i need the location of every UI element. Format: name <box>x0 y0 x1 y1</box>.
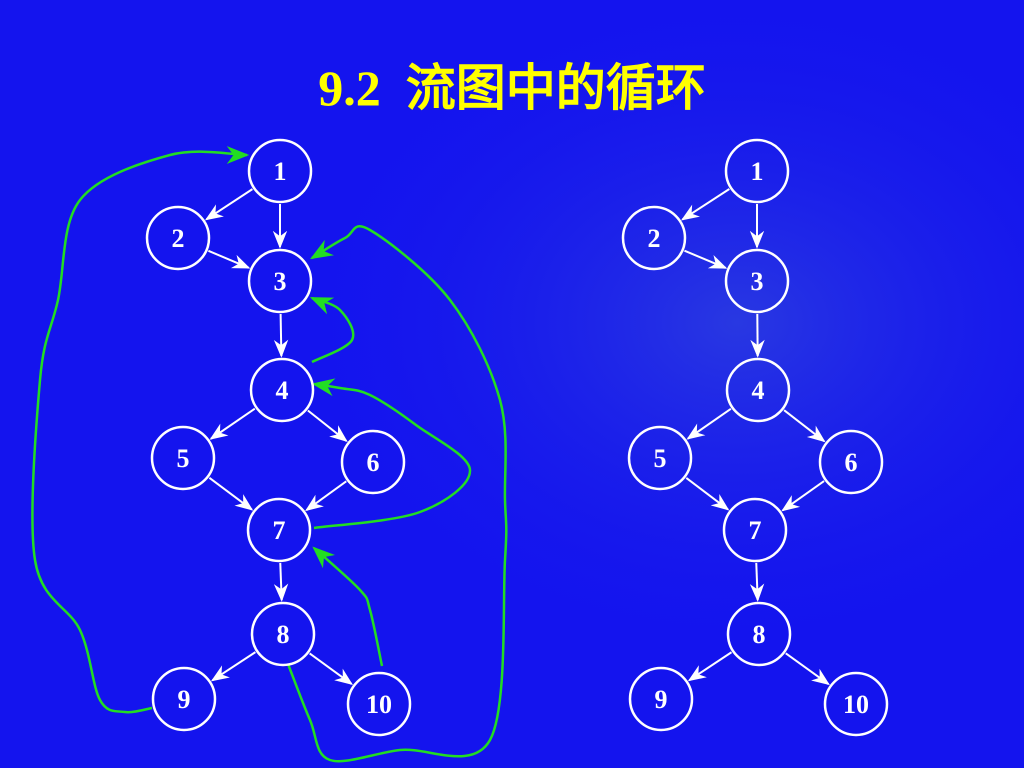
node-4: 4 <box>249 357 315 423</box>
node-circle <box>726 601 792 667</box>
node-circle <box>724 138 790 204</box>
node-label: 6 <box>845 448 858 477</box>
node-circle <box>346 671 412 737</box>
node-label: 3 <box>274 267 287 296</box>
edge-4-to-6 <box>307 409 348 443</box>
node-label: 2 <box>648 224 661 253</box>
back-edge-4-to-3 <box>309 296 355 364</box>
node-3: 3 <box>724 248 790 314</box>
edge-4-to-5 <box>209 407 256 440</box>
edge-6-to-7 <box>781 480 825 512</box>
edge-6-to-7 <box>305 480 347 512</box>
node-1: 1 <box>247 138 313 204</box>
back-edge-8-to-3 <box>286 225 508 763</box>
node-label: 9 <box>655 685 668 714</box>
edge-8-to-9 <box>210 651 256 682</box>
edge-1-to-2 <box>680 188 730 221</box>
back-edge-7-to-4 <box>311 378 472 530</box>
node-circle <box>340 429 406 495</box>
node-10: 10 <box>346 671 412 737</box>
node-circle <box>150 425 216 491</box>
node-circle <box>246 497 312 563</box>
node-label: 9 <box>178 685 191 714</box>
edge-5-to-7 <box>685 477 730 511</box>
node-1: 1 <box>724 138 790 204</box>
node-label: 4 <box>276 376 289 405</box>
edge-4-to-6 <box>783 409 826 443</box>
node-9: 9 <box>151 666 217 732</box>
node-label: 2 <box>172 224 185 253</box>
flow-graph-with-back-edges: 1 2 3 4 5 6 7 8 9 10 <box>31 138 508 763</box>
node-2: 2 <box>145 205 211 271</box>
edge-4-to-5 <box>686 407 732 440</box>
node-label: 6 <box>367 448 380 477</box>
flow-graph-plain: 1 2 3 4 5 6 7 8 9 10 <box>621 138 889 737</box>
node-circle <box>627 425 693 491</box>
node-circle <box>151 666 217 732</box>
node-7: 7 <box>246 497 312 563</box>
edge-8-to-10 <box>309 652 353 686</box>
edge-8-to-9 <box>687 651 733 682</box>
node-7: 7 <box>722 497 788 563</box>
node-10: 10 <box>823 671 889 737</box>
back-edge-10-to-7 <box>312 546 384 667</box>
node-circle <box>724 248 790 314</box>
edge-2-to-3 <box>208 249 251 269</box>
node-5: 5 <box>150 425 216 491</box>
node-9: 9 <box>628 666 694 732</box>
node-circle <box>725 357 791 423</box>
node-label: 4 <box>752 376 765 405</box>
node-3: 3 <box>247 248 313 314</box>
node-label: 5 <box>654 444 667 473</box>
node-8: 8 <box>250 601 316 667</box>
node-circle <box>823 671 889 737</box>
edge-7-to-8 <box>749 562 765 602</box>
node-4: 4 <box>725 357 791 423</box>
node-label: 8 <box>753 620 766 649</box>
edge-5-to-7 <box>208 476 254 511</box>
node-circle <box>145 205 211 271</box>
node-circle <box>628 666 694 732</box>
node-8: 8 <box>726 601 792 667</box>
node-5: 5 <box>627 425 693 491</box>
node-circle <box>247 138 313 204</box>
node-circle <box>247 248 313 314</box>
node-label: 8 <box>277 620 290 649</box>
edge-7-to-8 <box>273 562 289 602</box>
node-2: 2 <box>621 205 687 271</box>
edge-3-to-4 <box>273 313 289 358</box>
node-label: 10 <box>366 690 392 719</box>
edge-8-to-10 <box>785 652 830 686</box>
node-circle <box>621 205 687 271</box>
node-6: 6 <box>818 429 884 495</box>
node-circle <box>722 497 788 563</box>
node-circle <box>249 357 315 423</box>
node-label: 1 <box>274 157 287 186</box>
node-circle <box>250 601 316 667</box>
edge-1-to-2 <box>204 188 253 221</box>
edge-2-to-3 <box>684 249 728 269</box>
node-label: 10 <box>843 690 869 719</box>
node-label: 1 <box>751 157 764 186</box>
node-label: 7 <box>273 516 286 545</box>
node-label: 3 <box>751 267 764 296</box>
node-6: 6 <box>340 429 406 495</box>
slide-title: 9.2 流图中的循环 <box>318 60 706 116</box>
node-circle <box>818 429 884 495</box>
node-label: 7 <box>749 516 762 545</box>
back-edge-9-to-1 <box>31 145 250 714</box>
node-label: 5 <box>177 444 190 473</box>
